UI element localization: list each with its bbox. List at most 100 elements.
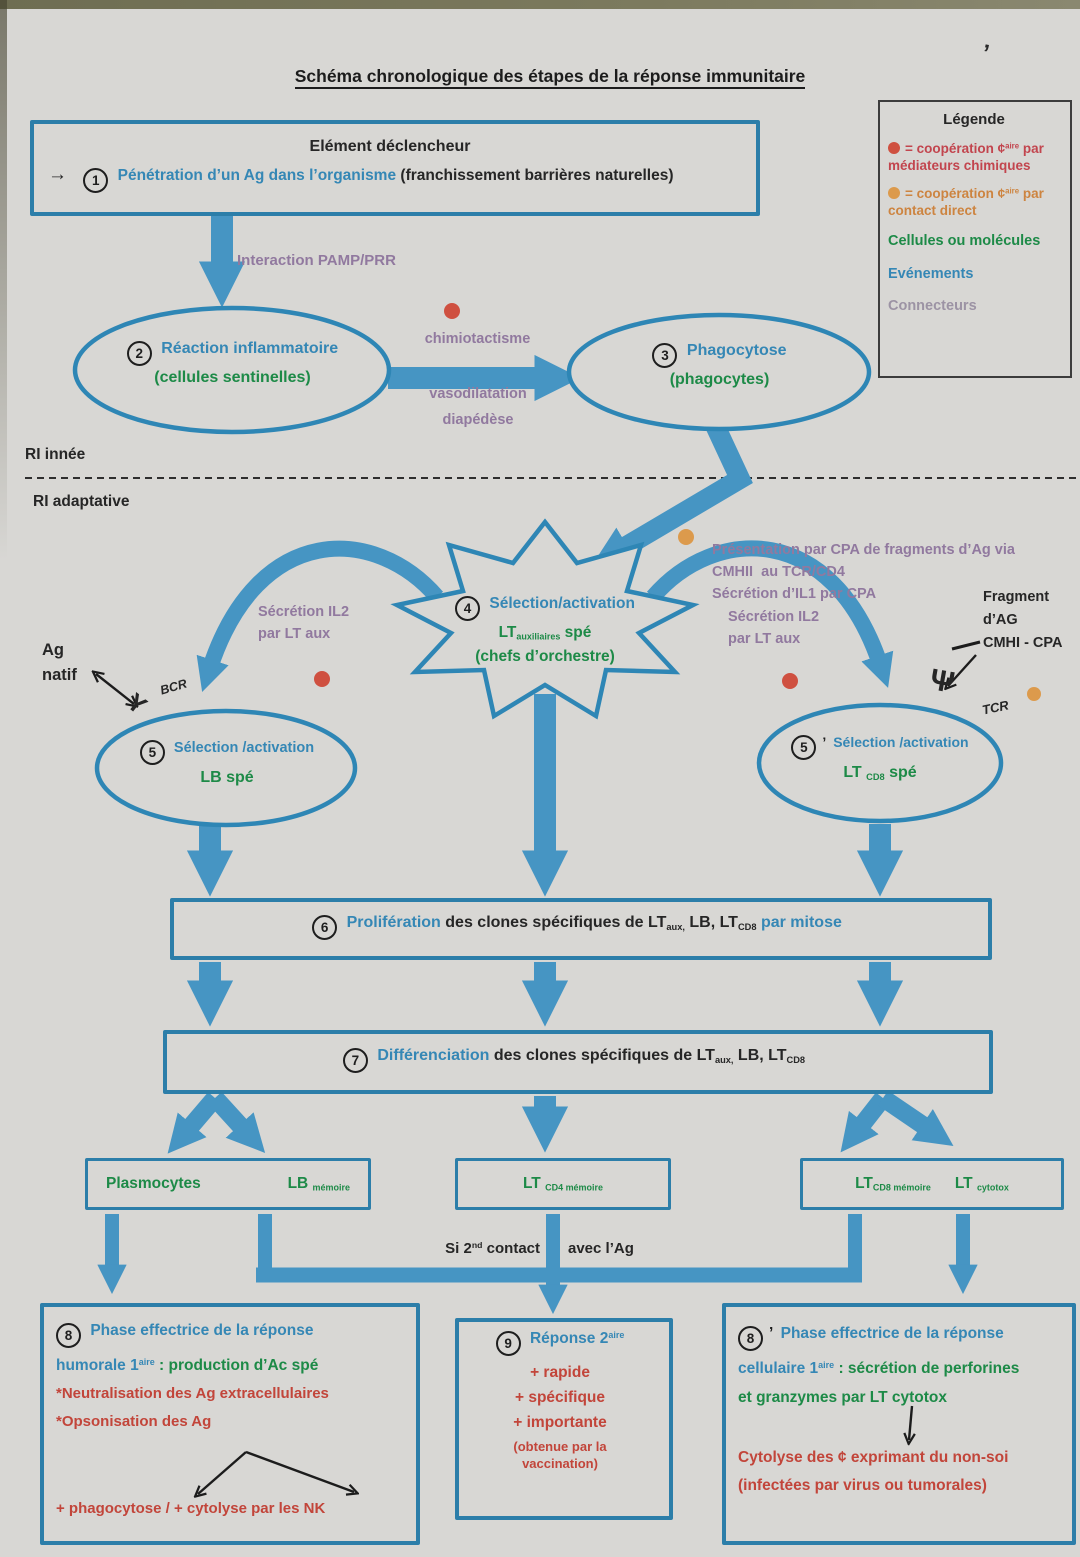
- step3-cells-label: (phagocytes): [669, 371, 770, 389]
- chemical-cooperation-dot-2: [314, 671, 330, 687]
- page-title: Schéma chronologique des étapes de la ré…: [260, 66, 840, 89]
- contact-cooperation-dot-2: [1027, 687, 1041, 701]
- arrow-differentiation-to-lt-cytotox: [877, 1090, 954, 1146]
- trigger-box: [30, 120, 760, 216]
- step5-label: 5 Sélection /activation LB spé: [108, 740, 346, 787]
- ellipse-phagocytosis: [566, 312, 872, 432]
- step2-event-label: Réaction inflammatoire: [161, 340, 339, 357]
- chimiotactisme-label: chimiotactisme: [424, 331, 531, 347]
- pamp-prr-label: Interaction PAMP/PRR: [237, 252, 396, 269]
- legend-contact-cooperation: = coopération ¢aire par contact direct: [888, 185, 1044, 219]
- cmhi-fragment-dash: [951, 640, 981, 651]
- ltcd8-memoire-cytotox-box: LTCD8 mémoire LT cytotox: [800, 1158, 1064, 1210]
- arrow-il2-to-ltcd8: [646, 540, 894, 688]
- step4-number: 4: [455, 596, 481, 622]
- legend-box: [878, 100, 1072, 378]
- step5p-number: 5: [791, 735, 817, 761]
- step3-number: 3: [652, 343, 678, 369]
- step1-event-label: Pénétration d’un Ag dans l’organisme: [117, 167, 397, 184]
- contact-cooperation-dot-1: [678, 529, 694, 545]
- step1-number: 1: [83, 168, 109, 194]
- step7-number: 7: [342, 1048, 368, 1074]
- cpa-presentation-text: Présentation par CPA de fragments d’Ag v…: [712, 542, 1015, 602]
- ltcd4-memoire-box: LT CD4 mémoire: [455, 1158, 671, 1210]
- arrow-il2-to-lb: [196, 540, 444, 692]
- step1-detail-label: (franchissement barrières naturelles): [400, 167, 674, 184]
- ellipse-ltcd8-selection: [756, 702, 1004, 824]
- legend-red-dot-icon: [888, 141, 900, 154]
- step2-label: 2 Réaction inflammatoire (cellules senti…: [90, 340, 375, 387]
- ellipse-lb-selection: [94, 708, 358, 828]
- ri-adaptative-label: RI adaptative: [33, 493, 130, 510]
- legend-content: Légende = coopération ¢aire par médiateu…: [888, 110, 1060, 316]
- second-contact-left-label: Si 2nd contact: [445, 1240, 540, 1257]
- ltcd8-memoire-label: LTCD8 mémoire: [855, 1175, 931, 1193]
- legend-title: Légende: [943, 111, 1005, 128]
- step8-effects-label: + phagocytose / + cytolyse par les NK: [56, 1500, 326, 1517]
- legend-chemical-cooperation: = coopération ¢aire par médiateurs chimi…: [888, 140, 1044, 174]
- arrow-cmhi-to-tcr: [948, 654, 977, 686]
- step6-number: 6: [312, 915, 338, 941]
- cellular-phase-box: [722, 1303, 1076, 1545]
- step3-event-label: Phagocytose: [686, 342, 787, 359]
- step8p-number: 8: [738, 1326, 763, 1352]
- arrow-differentiation-to-lb-memoire: [208, 1091, 266, 1153]
- ri-innee-label: RI innée: [25, 446, 86, 463]
- step6-label: 6 Prolifération des clones spécifiques d…: [180, 914, 974, 941]
- trigger-arrow-glyph: →: [48, 164, 67, 185]
- arrow-granzymes-to-cytolyse: [909, 1405, 912, 1440]
- step5p-cell-label: LT CD8 spé: [843, 764, 917, 783]
- step4-cell-label: LTauxiliaires spé: [498, 624, 592, 642]
- humoral-phase-box: [40, 1303, 420, 1545]
- secondary-response-box: [455, 1318, 673, 1520]
- proliferation-box: [170, 898, 992, 960]
- trigger-line: → 1 Pénétration d’un Ag dans l’organisme…: [48, 164, 748, 194]
- legend-orange-dot-icon: [888, 186, 900, 199]
- step5p-label: 5’ Sélection /activation LT CD8 spé: [766, 734, 994, 782]
- vasodilatation-label: vasodilatation: [429, 386, 527, 402]
- step7-label: 7 Différenciation des clones spécifiques…: [173, 1047, 975, 1074]
- step5p-event-label: Sélection /activation: [833, 734, 969, 750]
- step3-label: 3 Phagocytose (phagocytes): [592, 342, 847, 389]
- arrow-differentiation-to-ltcd8-memoire: [840, 1092, 891, 1153]
- legend-cells-label: Cellules ou molécules: [888, 232, 1041, 249]
- second-contact-right-label: avec l’Ag: [568, 1240, 634, 1257]
- step8-number: 8: [56, 1323, 81, 1349]
- ltcd4-memoire-label: LT CD4 mémoire: [522, 1175, 604, 1193]
- step5-cell-label: LB spé: [200, 769, 254, 787]
- step8p-content: 8’ Phase effectrice de la réponse cellul…: [738, 1325, 1020, 1407]
- step4-role-label: (chefs d’orchestre): [475, 648, 615, 666]
- step2-number: 2: [126, 341, 152, 367]
- step9-number: 9: [495, 1331, 521, 1357]
- differentiation-box: [163, 1030, 993, 1094]
- lt-cytotox-label: LT cytotox: [954, 1175, 1009, 1193]
- diapedese-label: diapédèse: [442, 412, 514, 428]
- step5-number: 5: [139, 740, 165, 766]
- arrow-opsonisation-to-phagocytose: [198, 1451, 247, 1494]
- legend-events-label: Evénements: [888, 265, 974, 282]
- step2-cells-label: (cellules sentinelles): [154, 369, 311, 387]
- plasmocytes-label: Plasmocytes: [106, 1175, 201, 1192]
- step9-content: 9 Réponse 2aire + rapide + spécifique + …: [460, 1330, 660, 1471]
- step4-event-label: Sélection/activation: [489, 595, 635, 612]
- chemical-cooperation-dot-1: [444, 303, 460, 319]
- step8-content: 8 Phase effectrice de la réponse humoral…: [56, 1322, 329, 1431]
- trigger-heading: Elément déclencheur: [309, 138, 471, 155]
- arrow-opsonisation-to-cytolyse: [245, 1450, 354, 1492]
- step8p-effects-label: Cytolyse des ¢ exprimant du non-soi (inf…: [738, 1449, 1009, 1494]
- step4-label: 4 Sélection/activation LTauxiliaires spé…: [428, 592, 662, 669]
- star-ltaux-selection: [390, 518, 700, 720]
- plasmocytes-lb-memoire-box: Plasmocytes LB mémoire: [85, 1158, 371, 1210]
- lb-memoire-label: LB mémoire: [287, 1175, 350, 1193]
- step5-event-label: Sélection /activation: [173, 740, 315, 756]
- arrow-phagocytosis-to-selection: [590, 416, 753, 568]
- chemical-cooperation-dot-3: [782, 673, 798, 689]
- legend-connectors-label: Connecteurs: [888, 298, 977, 315]
- arrow-ag-natif-bcr: [96, 674, 134, 704]
